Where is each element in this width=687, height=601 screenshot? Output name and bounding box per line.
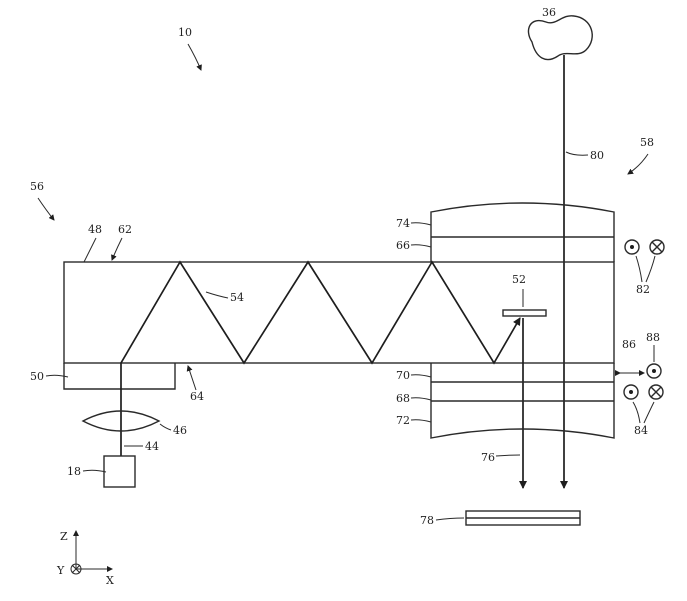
label-88: 88 <box>646 331 660 344</box>
input-coupler-50 <box>64 363 175 389</box>
leader-82b <box>646 256 655 282</box>
label-58: 58 <box>640 136 654 149</box>
leader-82 <box>636 256 642 282</box>
front-lens-74 <box>431 203 614 262</box>
leader-18 <box>83 470 106 472</box>
leader-76 <box>496 455 520 456</box>
label-64: 64 <box>190 390 204 403</box>
label-84: 84 <box>634 424 648 437</box>
output-coupler-52 <box>503 310 546 316</box>
label-62: 62 <box>118 223 132 236</box>
projector-18 <box>104 456 135 487</box>
axis-label-y: Y <box>56 564 65 577</box>
leader-84b <box>644 402 654 423</box>
leader-80 <box>566 152 588 155</box>
label-52: 52 <box>512 273 526 286</box>
label-10: 10 <box>178 26 192 39</box>
label-44: 44 <box>145 440 159 453</box>
leader-62 <box>112 238 122 260</box>
leader-66 <box>411 245 431 247</box>
label-70: 70 <box>396 369 410 382</box>
leader-78 <box>436 518 464 520</box>
leader-46 <box>160 424 171 430</box>
leader-68 <box>411 398 431 400</box>
leader-70 <box>411 375 431 377</box>
polarization-dot-symbol-88 <box>647 364 661 378</box>
leader-10 <box>188 44 201 70</box>
label-18: 18 <box>67 465 81 478</box>
label-46: 46 <box>173 424 187 437</box>
polarization-dot-symbol-82 <box>625 240 639 254</box>
leader-74 <box>411 223 431 225</box>
polarization-cross-symbol-84 <box>649 385 663 399</box>
label-54: 54 <box>230 291 244 304</box>
eye-36 <box>528 16 592 60</box>
label-74: 74 <box>396 217 410 230</box>
leader-56 <box>38 198 54 220</box>
leader-58 <box>628 154 648 174</box>
label-36: 36 <box>542 6 556 19</box>
label-78: 78 <box>420 514 434 527</box>
leader-64 <box>188 366 196 390</box>
label-56: 56 <box>30 180 44 193</box>
axis-label-z: Z <box>60 530 68 543</box>
label-50: 50 <box>30 370 44 383</box>
leader-72 <box>411 420 431 422</box>
label-80: 80 <box>590 149 604 162</box>
label-86: 86 <box>622 338 636 351</box>
leader-84 <box>633 402 640 423</box>
label-68: 68 <box>396 392 410 405</box>
leader-54 <box>206 292 228 298</box>
polarization-cross-symbol-82 <box>650 240 664 254</box>
label-48: 48 <box>88 223 102 236</box>
label-66: 66 <box>396 239 410 252</box>
label-76: 76 <box>481 451 495 464</box>
label-82: 82 <box>636 283 650 296</box>
axis-label-x: X <box>106 574 114 587</box>
polarization-dot-symbol-84 <box>624 385 638 399</box>
label-72: 72 <box>396 414 410 427</box>
leader-48 <box>84 238 96 262</box>
